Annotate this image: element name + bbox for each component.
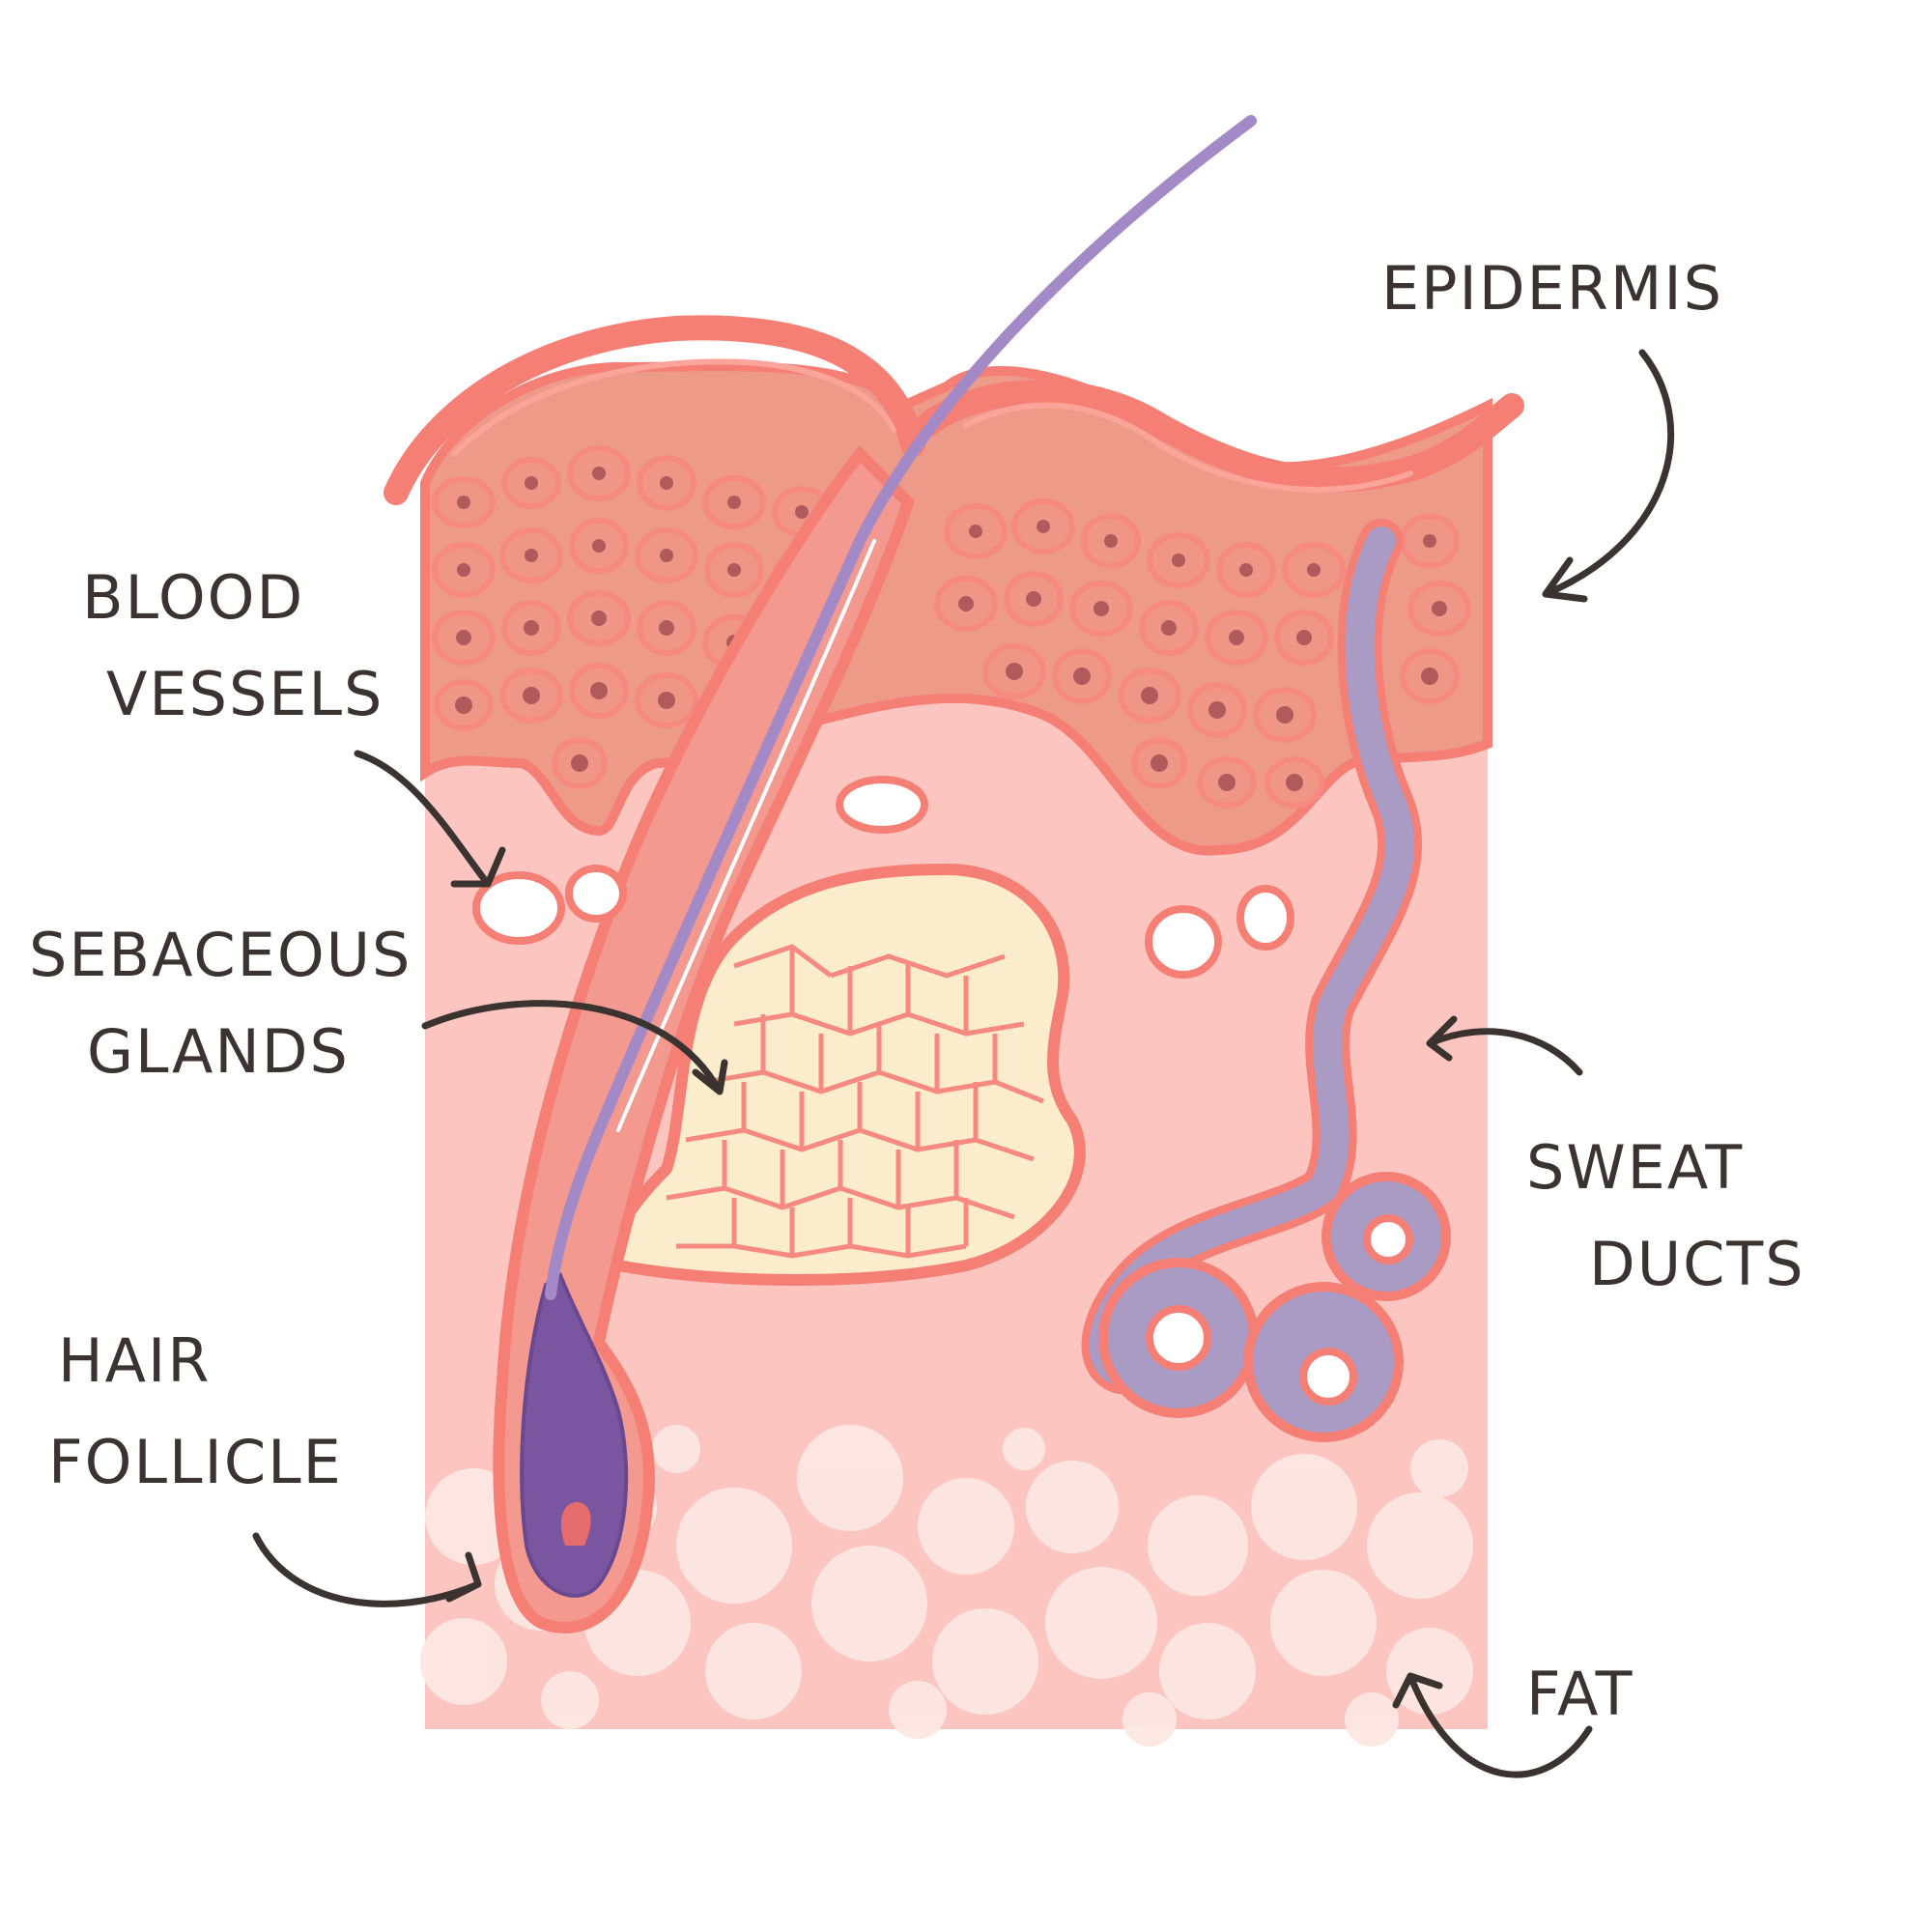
follicle-bulb bbox=[520, 1271, 629, 1598]
arrows bbox=[252, 349, 1675, 1778]
dermal-papilla bbox=[560, 1502, 591, 1546]
cell-nuclei bbox=[455, 467, 1447, 791]
blood-vessels-arrow bbox=[354, 750, 506, 888]
fat-arrow bbox=[1392, 1672, 1593, 1778]
sweat-coils bbox=[1098, 1172, 1451, 1442]
label-sebaceous-line2: GLANDS bbox=[87, 1016, 350, 1087]
label-blood-vessels-line1: BLOOD bbox=[82, 562, 304, 633]
sebaceous-glands-arrow bbox=[421, 1000, 728, 1095]
stratum-corneum-highlight bbox=[451, 358, 1413, 493]
label-sweat-line1: SWEAT bbox=[1526, 1132, 1744, 1203]
label-fat: FAT bbox=[1526, 1659, 1634, 1729]
label-sebaceous-line1: SEBACEOUS bbox=[29, 920, 412, 990]
blood-vessels bbox=[472, 776, 1294, 979]
label-blood-vessels-line2: VESSELS bbox=[106, 659, 384, 729]
hair-shaft-highlight bbox=[616, 539, 876, 1132]
label-epidermis: EPIDERMIS bbox=[1381, 253, 1723, 324]
sebaceous-cells bbox=[666, 944, 1044, 1259]
stratum-corneum bbox=[384, 315, 1524, 505]
label-hair-follicle-line2: FOLLICLE bbox=[48, 1427, 343, 1497]
epidermis-arrow bbox=[1542, 349, 1675, 603]
label-sweat-line2: DUCTS bbox=[1589, 1229, 1805, 1299]
label-hair-follicle-line1: HAIR bbox=[58, 1325, 211, 1396]
sweat-ducts-arrow bbox=[1426, 1015, 1583, 1076]
hair-shaft bbox=[545, 115, 1257, 1300]
hair-follicle-arrow bbox=[252, 1532, 482, 1607]
